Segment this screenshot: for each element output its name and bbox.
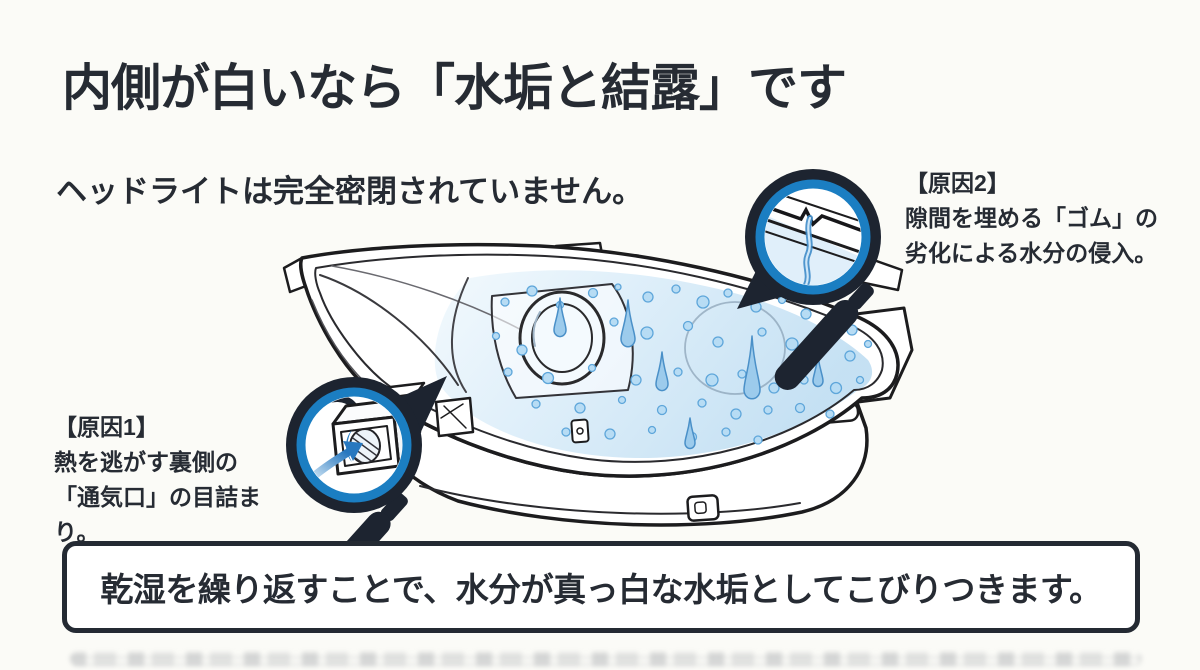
conclusion-text: 乾湿を繰り返すことで、水分が真っ白な水垢としてこびりつきます。 (100, 571, 1102, 608)
cause-2-line2: 劣化による水分の侵入。 (905, 240, 1158, 266)
magnifier-2-seal (737, 169, 881, 390)
cause-1-line2: 「通気口」の目詰まり。 (54, 484, 261, 545)
cause-2-label: 【原因2】 (905, 170, 1010, 196)
subtitle: ヘッドライトは完全密閉されていません。 (56, 174, 644, 209)
projector-lens (490, 283, 786, 399)
page-title: 内側が白いなら「水垢と結露」です (62, 60, 847, 116)
conclusion-box: 乾湿を繰り返すことで、水分が真っ白な水垢としてこびりつきます。 (62, 541, 1140, 633)
cause-2-line1: 隙間を埋める「ゴム」の (905, 205, 1158, 231)
magnifier-pointer (396, 376, 447, 436)
cause-1-label: 【原因1】 (54, 414, 159, 440)
magnifier-1-vent (286, 376, 447, 565)
cause-2-callout: 【原因2】 隙間を埋める「ゴム」の 劣化による水分の侵入。 (905, 166, 1185, 271)
bottom-texture-strip (70, 652, 1142, 666)
cause-1-callout: 【原因1】 熱を逃がす裏側の 「通気口」の目詰まり。 (54, 410, 304, 550)
water-drips (553, 297, 824, 450)
magnifier-handle (774, 282, 874, 390)
magnifier-2-view (765, 192, 861, 285)
cause-1-line1: 熱を逃がす裏側の (54, 449, 238, 475)
arrow-icon (310, 449, 351, 480)
